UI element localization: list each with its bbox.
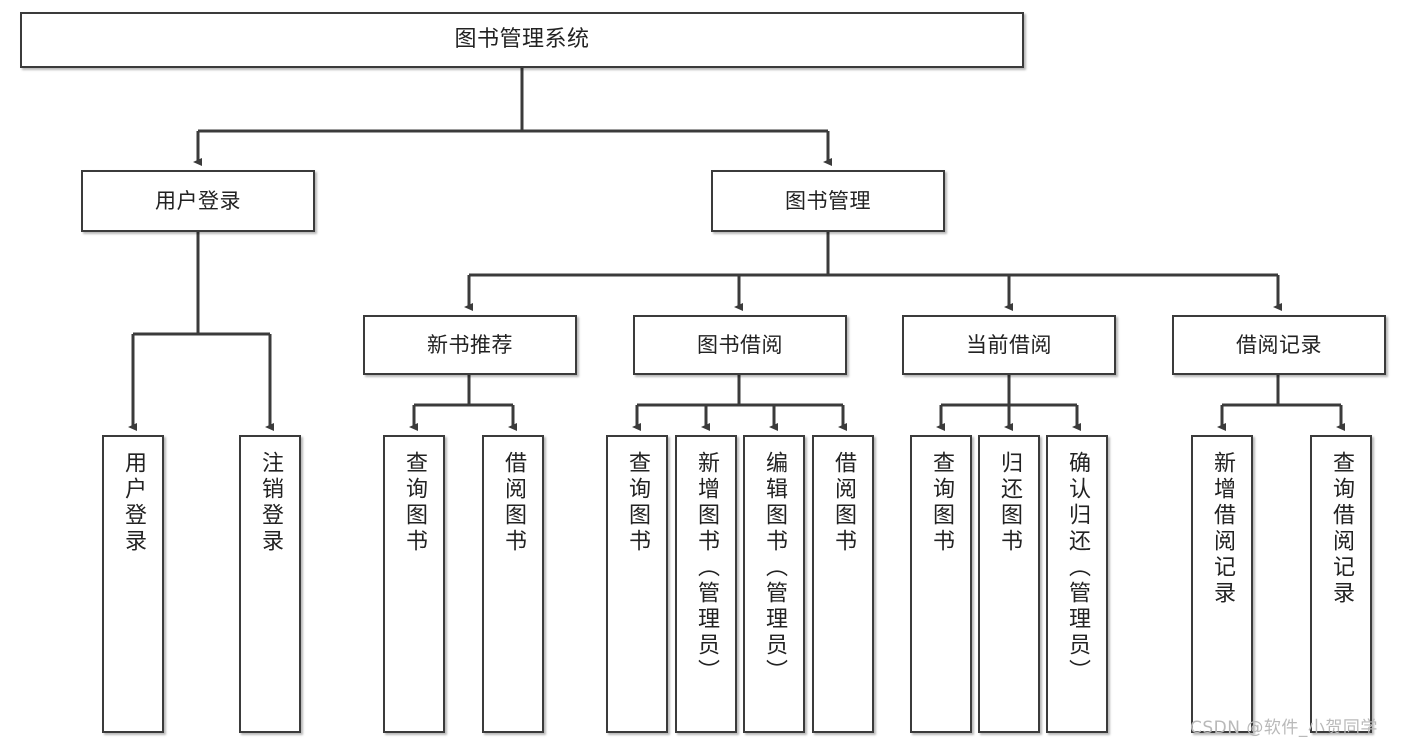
node-leaf-confirm-return[interactable]: 确认归还（管理员） (1046, 435, 1108, 733)
node-user-login[interactable]: 用户登录 (81, 170, 315, 232)
node-leaf-return-book-label: 归还图书 (997, 451, 1022, 555)
node-leaf-user-login[interactable]: 用户登录 (102, 435, 164, 733)
node-leaf-add-record-label: 新增借阅记录 (1210, 451, 1235, 607)
node-leaf-query-book-1-label: 查询图书 (402, 451, 427, 555)
node-leaf-return-book[interactable]: 归还图书 (978, 435, 1040, 733)
node-book-manage[interactable]: 图书管理 (711, 170, 945, 232)
node-leaf-add-book[interactable]: 新增图书（管理员） (675, 435, 737, 733)
node-book-borrow-label: 图书借阅 (697, 332, 783, 357)
node-leaf-edit-book-label: 编辑图书（管理员） (762, 451, 787, 685)
node-borrow-record[interactable]: 借阅记录 (1172, 315, 1386, 375)
node-borrow-record-label: 借阅记录 (1236, 332, 1322, 357)
node-leaf-query-book-1[interactable]: 查询图书 (383, 435, 445, 733)
node-leaf-query-book-3[interactable]: 查询图书 (910, 435, 972, 733)
node-leaf-edit-book[interactable]: 编辑图书（管理员） (743, 435, 805, 733)
node-new-book-rec[interactable]: 新书推荐 (363, 315, 577, 375)
node-new-book-rec-label: 新书推荐 (427, 332, 513, 357)
node-leaf-query-book-3-label: 查询图书 (929, 451, 954, 555)
node-leaf-query-book-2[interactable]: 查询图书 (606, 435, 668, 733)
node-leaf-add-book-label: 新增图书（管理员） (694, 451, 719, 685)
node-root-label: 图书管理系统 (454, 27, 590, 53)
node-leaf-logout-label: 注销登录 (258, 451, 283, 555)
node-leaf-query-record-label: 查询借阅记录 (1329, 451, 1354, 607)
node-leaf-confirm-return-label: 确认归还（管理员） (1065, 451, 1090, 685)
node-leaf-borrow-book-1[interactable]: 借阅图书 (482, 435, 544, 733)
node-leaf-borrow-book-2-label: 借阅图书 (831, 451, 856, 555)
node-leaf-logout[interactable]: 注销登录 (239, 435, 301, 733)
node-current-borrow-label: 当前借阅 (966, 332, 1052, 357)
node-root[interactable]: 图书管理系统 (20, 12, 1024, 68)
node-leaf-query-record[interactable]: 查询借阅记录 (1310, 435, 1372, 733)
node-leaf-query-book-2-label: 查询图书 (625, 451, 650, 555)
node-book-manage-label: 图书管理 (785, 188, 871, 213)
node-current-borrow[interactable]: 当前借阅 (902, 315, 1116, 375)
node-leaf-borrow-book-1-label: 借阅图书 (501, 451, 526, 555)
node-leaf-borrow-book-2[interactable]: 借阅图书 (812, 435, 874, 733)
node-leaf-user-login-label: 用户登录 (121, 451, 146, 555)
node-book-borrow[interactable]: 图书借阅 (633, 315, 847, 375)
node-leaf-add-record[interactable]: 新增借阅记录 (1191, 435, 1253, 733)
node-user-login-label: 用户登录 (155, 188, 241, 213)
watermark: CSDN @软件_小贺同学 (1190, 718, 1378, 738)
